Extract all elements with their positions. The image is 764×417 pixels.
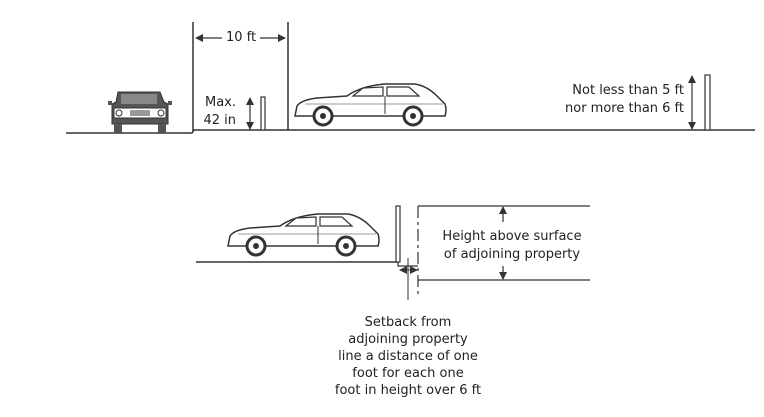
setback-line4: foot for each one bbox=[352, 366, 464, 381]
setback-line1: Setback from bbox=[364, 315, 452, 330]
max-label-line2: 42 in bbox=[203, 113, 236, 128]
tall-fence-post bbox=[704, 74, 711, 131]
setback-line2: adjoining property bbox=[348, 332, 468, 347]
fence-height-line1: Not less than 5 ft bbox=[572, 83, 684, 98]
truck-icon bbox=[108, 91, 172, 133]
ground-line-top bbox=[66, 129, 755, 134]
sedan-icon-top bbox=[293, 82, 448, 127]
height-above-line1: Height above surface bbox=[442, 229, 582, 244]
low-fence-post bbox=[260, 96, 266, 131]
bottom-scene bbox=[196, 205, 590, 300]
setback-line5: foot in height over 6 ft bbox=[334, 383, 482, 398]
sedan-icon-lower bbox=[226, 212, 381, 257]
fence-height-line2: nor more than 6 ft bbox=[565, 101, 684, 116]
top-scene bbox=[66, 22, 755, 134]
dim-10ft-label: 10 ft bbox=[225, 30, 257, 45]
setback-line3: line a distance of one bbox=[338, 349, 478, 364]
retaining-post bbox=[395, 205, 401, 263]
height-above-line2: of adjoining property bbox=[443, 247, 581, 262]
max-label-line1: Max. bbox=[204, 95, 236, 110]
